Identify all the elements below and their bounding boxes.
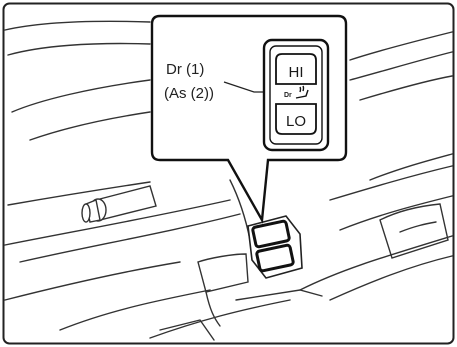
switch-dr-label: Dr bbox=[284, 92, 292, 99]
switch-lo-label: LO bbox=[286, 113, 306, 130]
magnified-switch: HI LO Dr bbox=[264, 40, 328, 150]
switch-hi-label: HI bbox=[289, 64, 304, 81]
callout-label-driver: Dr (1) bbox=[166, 61, 204, 78]
callout-label-assistant: (As (2)) bbox=[164, 85, 214, 102]
